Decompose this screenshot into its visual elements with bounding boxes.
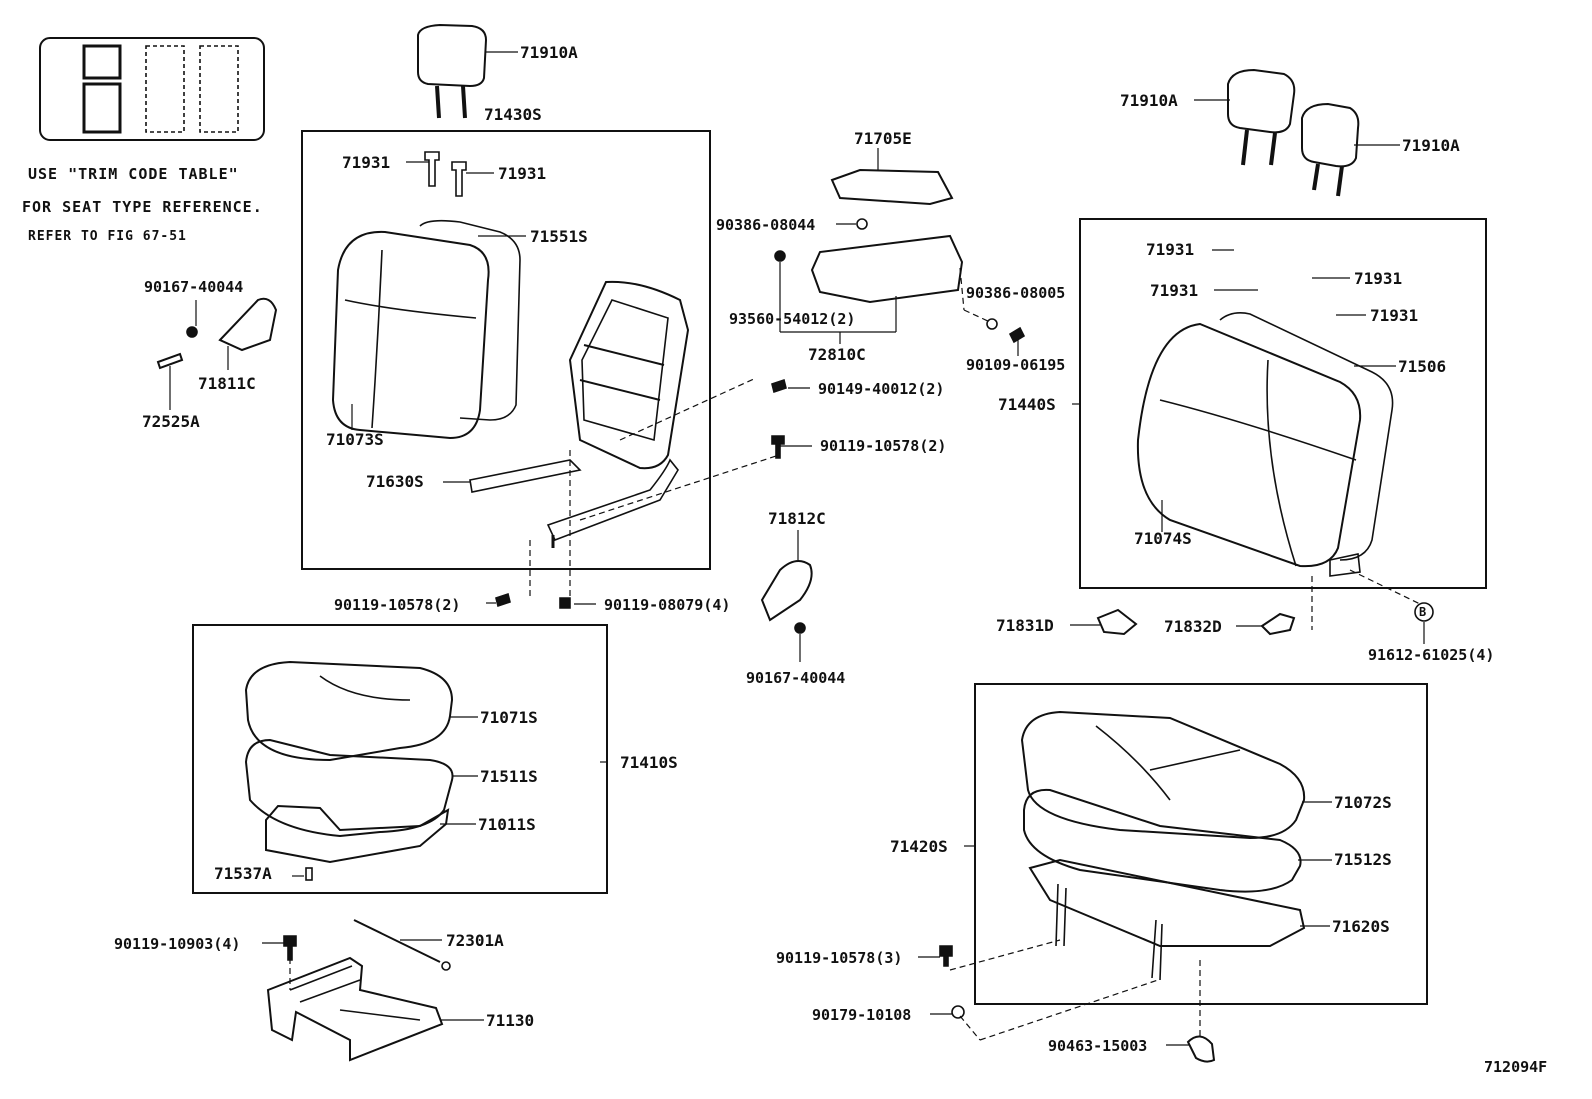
part-label[interactable]: 90119-08079(4) <box>604 596 731 614</box>
part-label[interactable]: 71630S <box>366 472 424 491</box>
part-label[interactable]: 71071S <box>480 708 538 727</box>
part-label[interactable]: 71931 <box>1354 269 1403 288</box>
fastener-icon <box>495 378 787 609</box>
part-label[interactable]: 71011S <box>478 815 536 834</box>
rear-seatback-icon <box>1136 312 1394 577</box>
part-label[interactable]: 71410S <box>620 753 678 772</box>
headrest-icon <box>1227 68 1360 197</box>
part-label[interactable]: 71512S <box>1334 850 1392 869</box>
bracket-cover-icon <box>1096 602 1434 636</box>
part-label[interactable]: 91612-61025(4) <box>1368 646 1495 664</box>
part-label[interactable]: 71812C <box>768 509 826 528</box>
part-label[interactable]: 71073S <box>326 430 384 449</box>
part-label[interactable]: 71420S <box>890 837 948 856</box>
seat-track-icon <box>266 919 451 1062</box>
hinge-cover-icon <box>156 297 278 370</box>
seatback-frame-icon <box>469 280 690 548</box>
part-label[interactable]: 90386-08044 <box>716 216 816 234</box>
part-label[interactable]: 71072S <box>1334 793 1392 812</box>
part-label[interactable]: 90119-10578(2) <box>820 437 947 455</box>
part-label[interactable]: 71931 <box>1370 306 1419 325</box>
part-label[interactable]: 71430S <box>484 105 542 124</box>
part-label[interactable]: 72525A <box>142 412 200 431</box>
part-label[interactable]: 71831D <box>996 616 1054 635</box>
part-label[interactable]: 71620S <box>1332 917 1390 936</box>
part-label[interactable]: 71931 <box>1150 281 1199 300</box>
part-label[interactable]: 71511S <box>480 767 538 786</box>
headrest-icon <box>417 23 488 119</box>
part-label[interactable]: 71910A <box>1402 136 1460 155</box>
trim-code-note-line1: USE "TRIM CODE TABLE" <box>28 165 239 183</box>
part-label[interactable]: 71931 <box>1146 240 1195 259</box>
trim-code-note-line3: REFER TO FIG 67-51 <box>28 229 187 244</box>
part-label[interactable]: 71506 <box>1398 357 1447 376</box>
part-label[interactable]: 71537A <box>214 864 272 883</box>
part-label[interactable]: 71705E <box>854 129 912 148</box>
armrest-cover-icon <box>774 168 1026 344</box>
part-label[interactable]: 90167-40044 <box>144 278 244 296</box>
part-label[interactable]: 90149-40012(2) <box>818 380 945 398</box>
rear-seat-cushion-icon <box>939 710 1306 1063</box>
part-label[interactable]: 71130 <box>486 1011 535 1030</box>
part-label[interactable]: 90119-10578(2) <box>334 596 461 614</box>
ref-marker-b: B <box>1419 605 1427 619</box>
part-label[interactable]: 71074S <box>1134 529 1192 548</box>
figure-code: 712094F <box>1484 1058 1548 1076</box>
part-label[interactable]: 72301A <box>446 931 504 950</box>
bolt-icon <box>424 151 467 197</box>
part-label[interactable]: 90179-10108 <box>812 1006 912 1024</box>
part-label[interactable]: 90167-40044 <box>746 669 846 687</box>
part-label[interactable]: 71551S <box>530 227 588 246</box>
part-label[interactable]: 90386-08005 <box>966 284 1066 302</box>
part-label[interactable]: 71910A <box>1120 91 1178 110</box>
part-label[interactable]: 71931 <box>498 164 547 183</box>
dashed-guide-lines <box>289 267 1421 1041</box>
part-label[interactable]: 90463-15003 <box>1048 1037 1148 1055</box>
seatback-cushion-icon <box>331 219 521 440</box>
part-label[interactable]: 71440S <box>998 395 1056 414</box>
trim-code-note-line2: FOR SEAT TYPE REFERENCE. <box>22 198 263 216</box>
part-label[interactable]: 93560-54012(2) <box>729 310 856 328</box>
part-label[interactable]: 71832D <box>1164 617 1222 636</box>
part-label[interactable]: 71910A <box>520 43 578 62</box>
part-label[interactable]: 72810C <box>808 345 866 364</box>
part-label[interactable]: 90119-10903(4) <box>114 935 241 953</box>
part-label[interactable]: 71931 <box>342 153 391 172</box>
part-label[interactable]: 71811C <box>198 374 256 393</box>
leader-lines <box>169 51 1425 1046</box>
side-cover-icon <box>760 560 813 634</box>
front-seat-cushion-icon <box>244 660 454 881</box>
part-label[interactable]: 90109-06195 <box>966 356 1066 374</box>
part-label[interactable]: 90119-10578(3) <box>776 949 903 967</box>
trim-code-legend-icon <box>39 37 265 141</box>
